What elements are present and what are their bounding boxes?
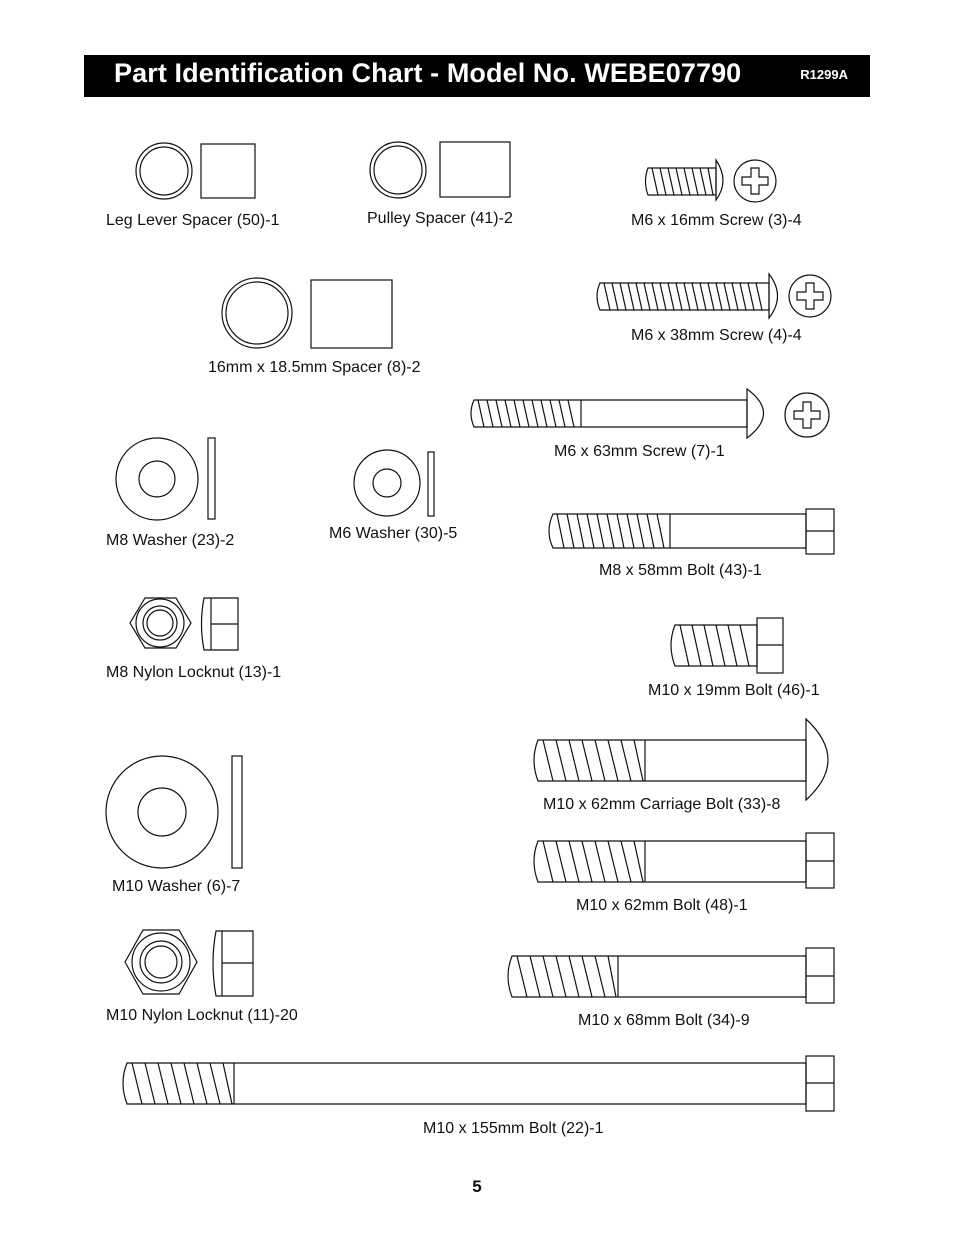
spacer-16x18-drawing (221, 277, 393, 349)
page-number: 5 (472, 1177, 482, 1196)
m10x68-bolt-drawing (507, 947, 835, 1004)
label-m6x38-screw: M6 x 38mm Screw (4)-4 (631, 327, 802, 344)
m10x19-bolt-drawing (670, 617, 784, 674)
m6x16-screw-drawing (644, 158, 777, 203)
m10x155-bolt-drawing (122, 1055, 835, 1112)
label-m8x58-bolt: M8 x 58mm Bolt (43)-1 (599, 562, 762, 579)
document-code: R1299A (800, 67, 848, 82)
m10x62-carriage-bolt-drawing (533, 717, 829, 802)
label-m10x155-bolt: M10 x 155mm Bolt (22)-1 (423, 1120, 604, 1137)
m8-locknut-drawing (129, 597, 239, 651)
label-m6x63-screw: M6 x 63mm Screw (7)-1 (554, 443, 725, 460)
label-pulley-spacer: Pulley Spacer (41)-2 (367, 210, 513, 227)
m6x63-screw-drawing (470, 387, 830, 440)
label-spacer-16x18: 16mm x 18.5mm Spacer (8)-2 (208, 359, 421, 376)
label-m10x62-carriage-bolt: M10 x 62mm Carriage Bolt (33)-8 (543, 796, 781, 813)
m10-locknut-drawing (124, 929, 254, 997)
label-m10-washer: M10 Washer (6)-7 (112, 878, 241, 895)
m6x38-screw-drawing (596, 272, 832, 320)
label-m6x16-screw: M6 x 16mm Screw (3)-4 (631, 212, 802, 229)
label-m6-washer: M6 Washer (30)-5 (329, 525, 458, 542)
page-title: Part Identification Chart - Model No. WE… (114, 58, 742, 88)
label-m10x19-bolt: M10 x 19mm Bolt (46)-1 (648, 682, 820, 699)
m10-washer-drawing (105, 755, 243, 869)
m8-washer-drawing (115, 437, 216, 521)
m6-washer-drawing (353, 449, 435, 517)
leg-lever-spacer-drawing (135, 142, 256, 200)
label-leg-lever-spacer: Leg Lever Spacer (50)-1 (106, 212, 280, 229)
m10x62-bolt-drawing (533, 832, 835, 889)
label-m8-washer: M8 Washer (23)-2 (106, 532, 235, 549)
label-m8-locknut: M8 Nylon Locknut (13)-1 (106, 664, 282, 681)
label-m10x62-bolt: M10 x 62mm Bolt (48)-1 (576, 897, 748, 914)
title-bar: Part Identification Chart - Model No. WE… (84, 55, 870, 97)
m8x58-bolt-drawing (548, 508, 835, 555)
pulley-spacer-drawing (369, 141, 511, 199)
label-m10-locknut: M10 Nylon Locknut (11)-20 (106, 1007, 298, 1024)
label-m10x68-bolt: M10 x 68mm Bolt (34)-9 (578, 1012, 750, 1029)
